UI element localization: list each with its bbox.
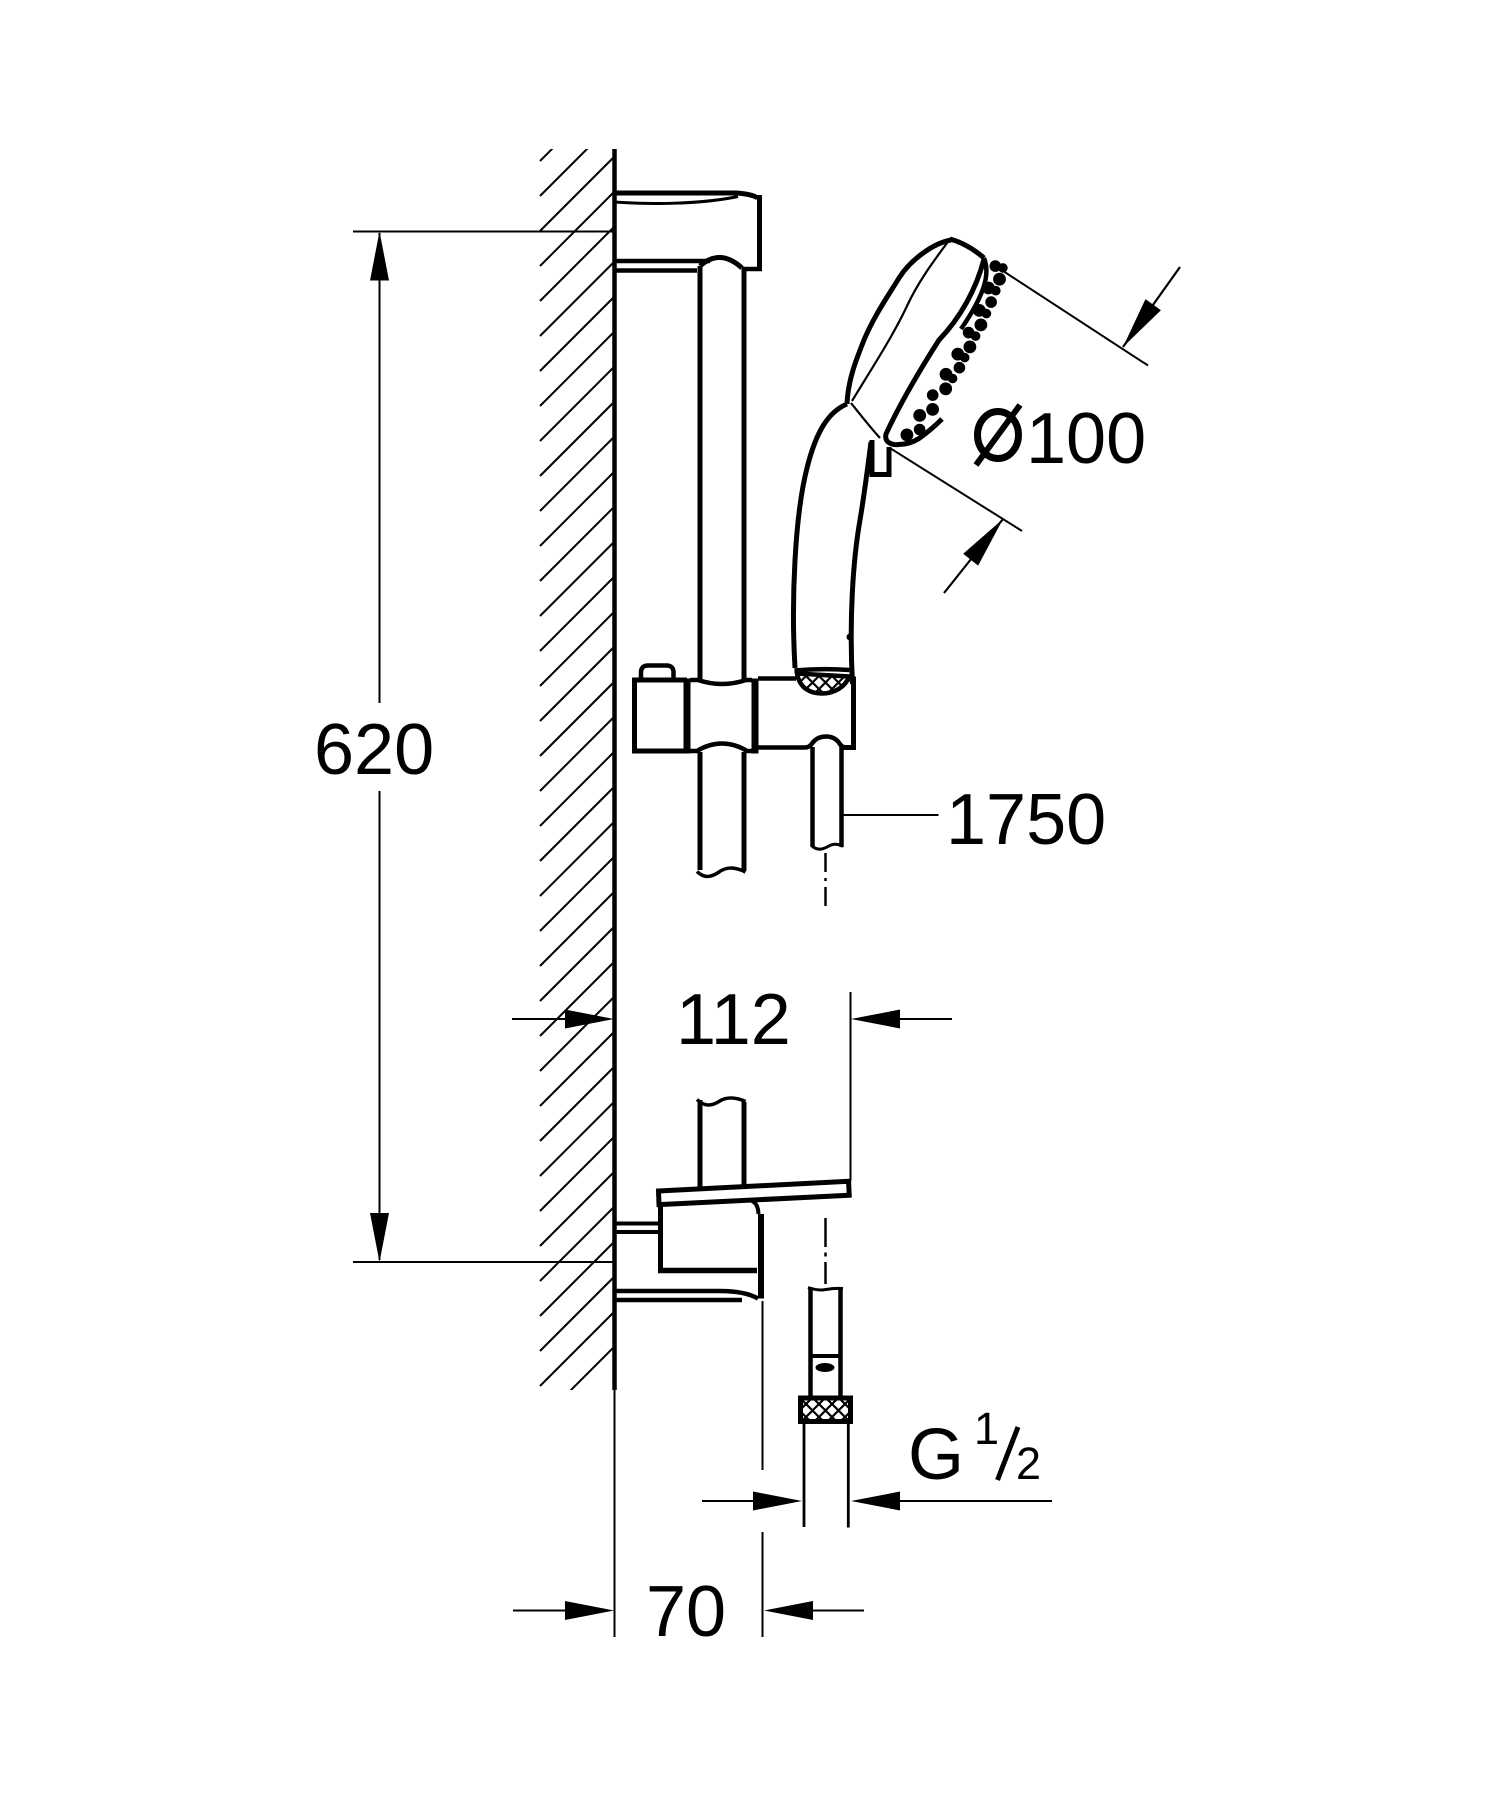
svg-text:1750: 1750 [946, 780, 1106, 860]
svg-text:1: 1 [974, 1403, 999, 1454]
svg-text:2: 2 [1016, 1438, 1041, 1489]
svg-text:620: 620 [314, 710, 434, 790]
svg-text:100: 100 [1026, 399, 1146, 479]
svg-text:112: 112 [676, 980, 791, 1060]
svg-text:G: G [908, 1415, 964, 1495]
svg-text:70: 70 [646, 1572, 726, 1652]
